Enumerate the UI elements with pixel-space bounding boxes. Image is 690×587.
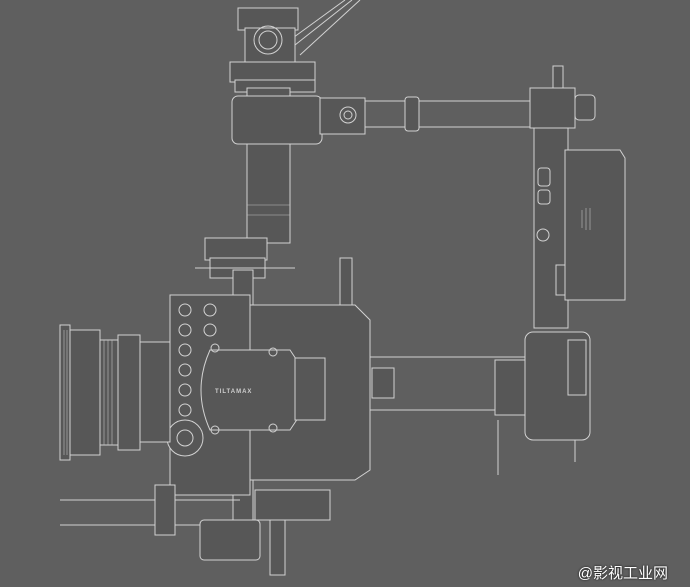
watermark: @影视工业网 xyxy=(577,565,668,582)
top-handle xyxy=(229,0,361,93)
pan-arm xyxy=(370,331,591,475)
tilt-motor xyxy=(231,95,366,145)
lens xyxy=(59,324,171,461)
horizontal-arm xyxy=(365,96,535,132)
roll-motor xyxy=(200,343,326,435)
brand-logo: TILTAMAX xyxy=(215,389,253,395)
base-rods xyxy=(60,484,331,576)
right-arm xyxy=(529,65,626,329)
